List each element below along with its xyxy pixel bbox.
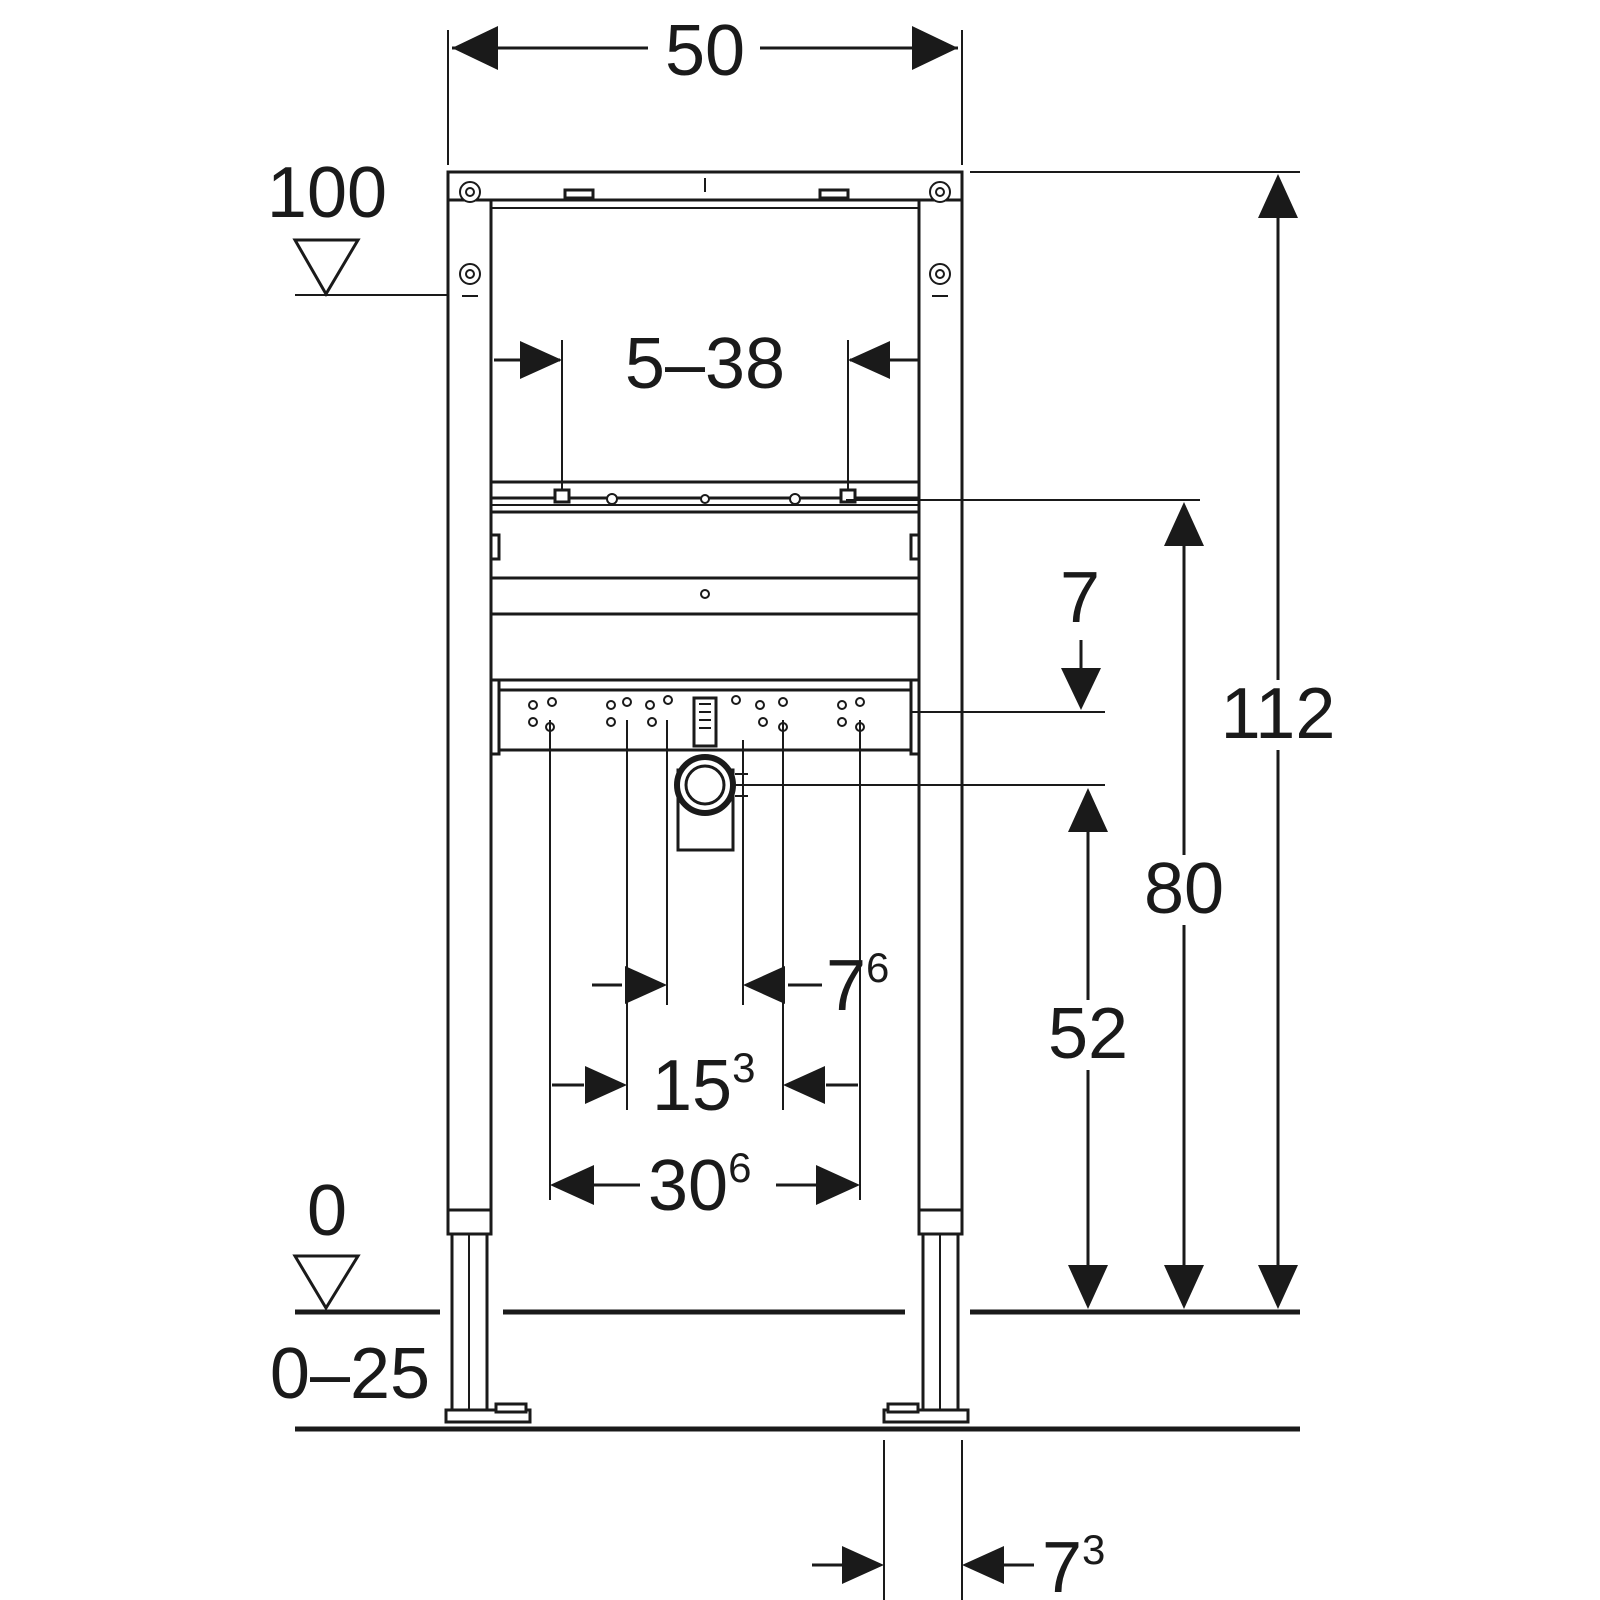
rail-hole [645,700,655,710]
height-112-label: 112 [1221,674,1336,754]
spacing-7-6-label: 76 [826,944,889,1026]
rail-hole [528,700,538,710]
spacing-7-6-base: 7 [826,946,866,1026]
foot-7-3-label: 73 [1042,1526,1105,1600]
rail-hole [606,700,616,710]
spacing-30-6-sup: 6 [728,1144,751,1191]
spacing-7-6-sup: 6 [866,944,889,991]
foot-7-3-base: 7 [1042,1528,1082,1600]
dimension-foot-7-3: 73 [812,1526,1105,1600]
dimension-width: 50 [452,11,958,91]
dimension-height-52: 52 [1040,788,1136,1309]
dimension-spacing-7-6: 76 [592,944,889,1026]
foot-7-3-sup: 3 [1082,1526,1105,1573]
dimension-height-112: 112 [1210,174,1346,1309]
spacing-15-3-base: 15 [652,1046,732,1126]
level-top-label: 100 [267,153,387,233]
rail-hole [663,695,673,705]
bracket-rail [489,480,921,506]
level-marker-floor: 0 [292,1171,361,1311]
frame-uprights [444,170,970,1424]
extension-lines [295,30,1300,1600]
dimension-offset-7: 7 [1060,558,1101,710]
rail-hole [528,717,538,727]
bracket-range-label: 5–38 [625,324,785,404]
rail-hole [778,697,788,707]
rail-hole [837,717,847,727]
rail-hole [855,697,865,707]
dim-width-label: 50 [665,11,745,91]
rail-hole [622,697,632,707]
rail-hole [837,700,847,710]
spacing-15-3-label: 153 [652,1044,755,1126]
height-80-label: 80 [1144,849,1224,929]
rail-hole [547,697,557,707]
rail-hole [755,700,765,710]
level-floor-label: 0 [307,1171,347,1251]
floor-adjust-label: 0–25 [270,1334,430,1414]
rail-hole [606,717,616,727]
rail-hole [758,717,768,727]
level-marker-top: 100 [267,153,387,297]
dimension-height-80: 80 [1132,502,1236,1309]
spacing-30-6-base: 30 [648,1146,728,1226]
height-52-label: 52 [1048,994,1128,1074]
rail-hole [731,695,741,705]
rail-hole [647,717,657,727]
frame-top-rail [446,170,964,209]
spacing-30-6-label: 306 [648,1144,751,1226]
drain-connection [674,696,748,852]
fixing-holes [459,181,951,297]
dimension-spacing-30-6: 306 [550,1144,860,1226]
spacing-15-3-sup: 3 [732,1044,755,1091]
offset-7-label: 7 [1060,558,1100,638]
middle-crossbars [489,510,921,682]
dimension-bracket-range: 5–38 [494,324,918,404]
floor-lines [295,1309,1300,1432]
dimension-spacing-15-3: 153 [552,1044,858,1126]
